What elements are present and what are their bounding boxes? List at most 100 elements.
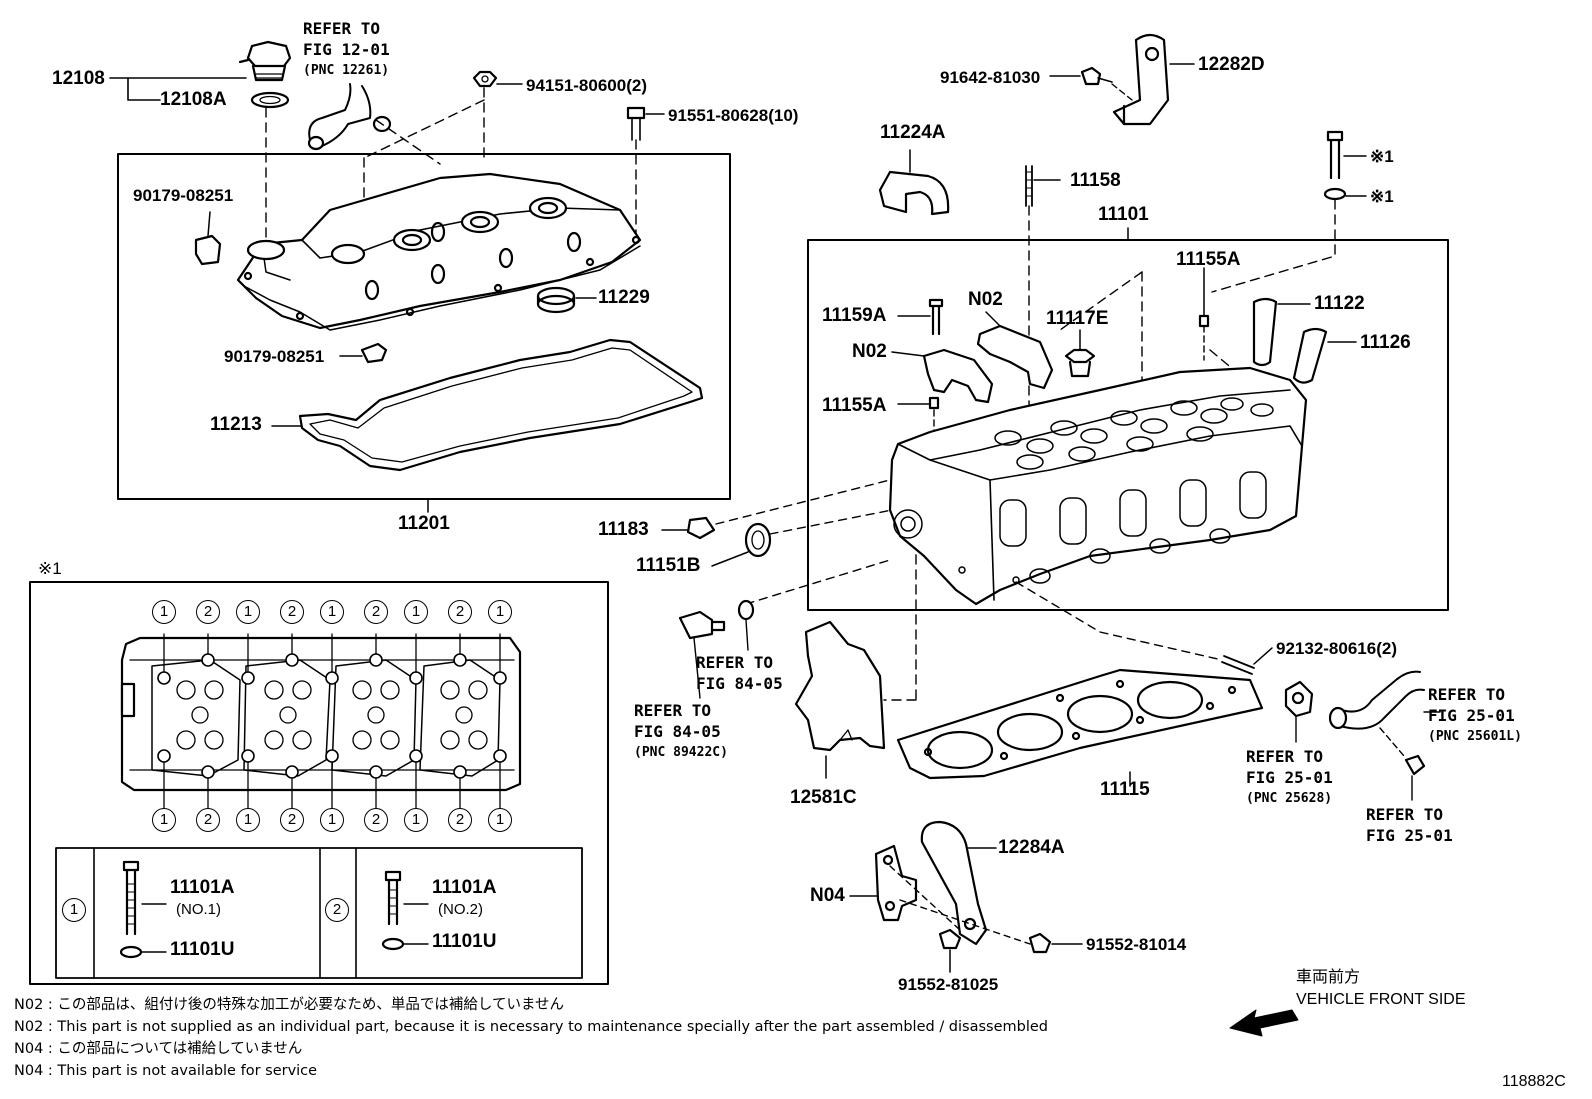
bolt-91552-81025 <box>938 928 962 950</box>
inset-bottom-number-7: 1 <box>404 808 428 832</box>
head-washer-top <box>1323 187 1347 201</box>
label-11151B: 11151B <box>636 555 701 576</box>
pin-11155A-left <box>928 396 940 410</box>
direction-jp: 車両前方 <box>1296 969 1361 986</box>
valve-cover-11201 <box>236 172 642 331</box>
clip-90179-top <box>194 234 222 266</box>
label-11229: 11229 <box>598 287 650 308</box>
inset-top-number-1: 1 <box>152 600 176 624</box>
figure-id: 118882C <box>1502 1073 1566 1090</box>
engine-hanger-12284A <box>920 820 988 946</box>
guide-11122 <box>1252 297 1278 367</box>
label-91642: 91642-81030 <box>940 68 1041 87</box>
cover-group-frame <box>117 153 731 500</box>
inset-top-number-4: 2 <box>280 600 304 624</box>
gasket-25628 <box>1284 680 1314 718</box>
hose-12261 <box>308 83 372 147</box>
legend-washer-no2-label: 11101U <box>432 931 497 952</box>
inset-top-number-8: 2 <box>448 600 472 624</box>
label-92132: 92132-80616(2) <box>1276 639 1397 658</box>
inset-mark: ※1 <box>38 559 62 578</box>
legend-bolt-no1 <box>119 860 167 959</box>
label-11201: 11201 <box>398 513 450 534</box>
front-direction-arrow <box>1229 1009 1299 1037</box>
inset-frame <box>29 581 609 985</box>
inset-legend-frame <box>55 847 583 979</box>
clip-90179-bottom <box>360 342 388 364</box>
inset-top-number-9: 1 <box>488 600 512 624</box>
bracket-12108 <box>127 77 247 101</box>
bracket-n04 <box>874 844 918 922</box>
pin-11155A-top <box>1198 314 1210 328</box>
label-11155A-left: 11155A <box>822 395 887 416</box>
direction-en: VEHICLE FRONT SIDE <box>1296 991 1466 1008</box>
cap-11224A <box>878 170 950 216</box>
legend-bolt-no2 <box>381 870 429 951</box>
note-n04-en: N04 : This part is not available for ser… <box>14 1063 318 1079</box>
label-n02-lower: N02 <box>852 341 887 362</box>
stud-92132 <box>1221 655 1255 675</box>
gasket-12108A <box>250 91 290 109</box>
inset-bottom-number-4: 2 <box>280 808 304 832</box>
label-n04: N04 <box>810 885 845 906</box>
note-n02-en: N02 : This part is not supplied as an in… <box>14 1019 1048 1035</box>
note-n02-jp: N02 : この部品は、組付け後の特殊な加工が必要なため、単品では補給していませ… <box>14 997 565 1013</box>
label-11213: 11213 <box>210 414 262 435</box>
note-n04-jp: N04 : この部品については補給していません <box>14 1041 303 1057</box>
bolt-91551 <box>626 106 646 141</box>
inset-top-number-6: 2 <box>364 600 388 624</box>
legend-index-2: 2 <box>325 898 349 922</box>
label-mark1-washer: ※1 <box>1370 187 1394 206</box>
bearing-cap-n02-upper <box>976 324 1054 390</box>
label-12581C: 12581C <box>790 787 857 808</box>
bolt-91642 <box>1080 66 1113 86</box>
legend-bolt-no2-label: 11101A <box>432 877 497 898</box>
label-11183: 11183 <box>598 519 649 540</box>
inset-top-number-3: 1 <box>236 600 260 624</box>
label-11158: 11158 <box>1070 170 1121 191</box>
gasket-11213 <box>298 338 704 472</box>
grommet-11229 <box>536 286 576 314</box>
plug-11183 <box>686 516 716 540</box>
water-pipe-25601L <box>1328 670 1425 757</box>
inset-bottom-number-8: 2 <box>448 808 472 832</box>
label-11224A: 11224A <box>880 122 946 143</box>
engine-hanger-12282D <box>1112 33 1170 126</box>
inset-top-number-2: 2 <box>196 600 220 624</box>
label-91551: 91551-80628(10) <box>668 106 799 125</box>
label-11126: 11126 <box>1360 332 1411 353</box>
plug-11117E <box>1064 348 1096 378</box>
label-91552-81014: 91552-81014 <box>1086 935 1187 954</box>
clamp <box>1404 754 1426 776</box>
label-11122: 11122 <box>1314 293 1365 314</box>
head-gasket-11115 <box>896 668 1264 780</box>
label-12108: 12108 <box>52 68 105 89</box>
inset-bottom-number-3: 1 <box>236 808 260 832</box>
legend-index-1: 1 <box>62 898 86 922</box>
label-12284A: 12284A <box>998 837 1065 858</box>
label-11159A: 11159A <box>822 305 887 326</box>
legend-bolt-no2-note: (NO.2) <box>438 901 483 918</box>
inset-bottom-number-1: 1 <box>152 808 176 832</box>
label-11155A-top: 11155A <box>1176 249 1241 270</box>
sensor-washer <box>737 599 755 621</box>
guide-11126 <box>1292 327 1328 384</box>
label-11115: 11115 <box>1100 779 1150 800</box>
inset-bottom-number-2: 2 <box>196 808 220 832</box>
legend-washer-no1-label: 11101U <box>170 939 235 960</box>
label-12108A: 12108A <box>160 89 227 110</box>
label-90179-top: 90179-08251 <box>133 186 234 205</box>
temp-sensor <box>678 610 726 640</box>
inset-top-number-5: 1 <box>320 600 344 624</box>
plate-12581C <box>794 620 886 752</box>
label-90179-bottom: 90179-08251 <box>224 347 325 366</box>
oil-filler-cap-12108 <box>238 40 292 82</box>
label-11117E: 11117E <box>1046 308 1109 329</box>
bearing-cap-n02-lower <box>922 348 994 404</box>
label-n02-upper: N02 <box>968 289 1003 310</box>
